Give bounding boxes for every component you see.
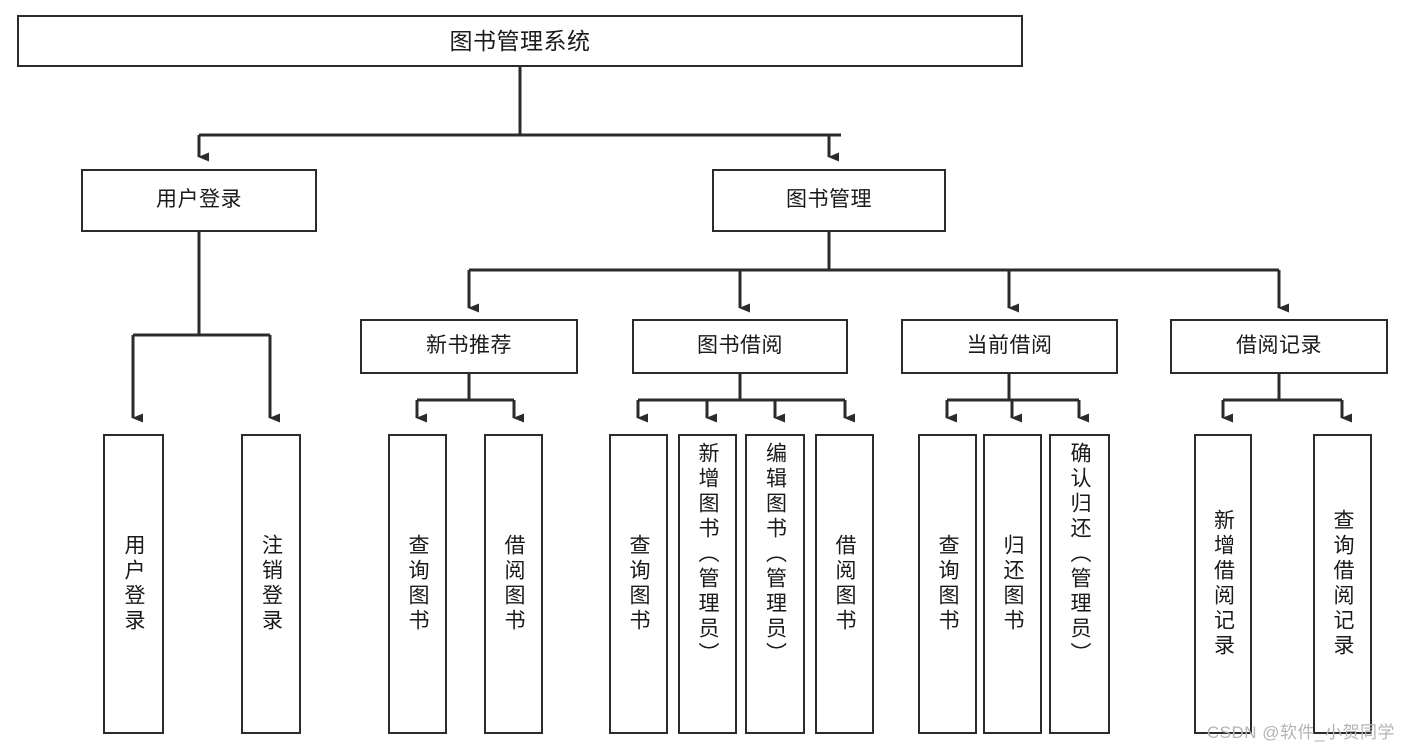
node-leaf-nb-borrow-book[interactable]: 借阅图书 [484, 434, 543, 734]
node-leaf-bb-borrow-book[interactable]: 借阅图书 [815, 434, 874, 734]
node-current-borrow[interactable]: 当前借阅 [901, 319, 1118, 374]
node-label: 注销登录 [259, 534, 283, 634]
node-leaf-br-add-record[interactable]: 新增借阅记录 [1194, 434, 1252, 734]
node-label: 借阅记录 [1236, 334, 1322, 358]
node-book-management[interactable]: 图书管理 [712, 169, 946, 232]
node-label: 图书借阅 [697, 334, 783, 358]
node-label: 图书管理 [786, 188, 872, 212]
node-leaf-user-login[interactable]: 用户登录 [103, 434, 164, 734]
node-label: 借阅图书 [833, 534, 856, 634]
node-label: 编辑图书（管理员） [763, 442, 787, 667]
node-label: 查询图书 [936, 534, 959, 634]
node-leaf-br-query-record[interactable]: 查询借阅记录 [1313, 434, 1372, 734]
node-label: 新书推荐 [426, 334, 512, 358]
node-label: 用户登录 [156, 188, 242, 212]
node-leaf-bb-query-book[interactable]: 查询图书 [609, 434, 668, 734]
node-leaf-cb-query-book[interactable]: 查询图书 [918, 434, 977, 734]
csdn-watermark: CSDN @软件_小贺同学 [1206, 723, 1395, 742]
node-label: 归还图书 [1001, 534, 1024, 634]
node-label: 新增图书（管理员） [696, 442, 719, 667]
node-label: 查询图书 [627, 534, 650, 634]
node-borrow-record[interactable]: 借阅记录 [1170, 319, 1388, 374]
node-leaf-bb-add-book-admin[interactable]: 新增图书（管理员） [678, 434, 737, 734]
node-label: 用户登录 [122, 534, 145, 634]
node-label: 确认归还（管理员） [1068, 442, 1091, 667]
node-new-book-recommend[interactable]: 新书推荐 [360, 319, 578, 374]
node-label: 当前借阅 [966, 334, 1053, 358]
node-label: 查询借阅记录 [1331, 509, 1354, 659]
node-user-login[interactable]: 用户登录 [81, 169, 317, 232]
node-label: 查询图书 [406, 534, 429, 634]
node-leaf-bb-edit-book-admin[interactable]: 编辑图书（管理员） [745, 434, 805, 734]
node-book-borrow[interactable]: 图书借阅 [632, 319, 848, 374]
node-leaf-logout[interactable]: 注销登录 [241, 434, 301, 734]
node-label: 借阅图书 [502, 534, 525, 634]
node-label: 新增借阅记录 [1211, 509, 1235, 659]
node-leaf-cb-confirm-return-admin[interactable]: 确认归还（管理员） [1049, 434, 1110, 734]
node-leaf-nb-query-book[interactable]: 查询图书 [388, 434, 447, 734]
node-leaf-cb-return-book[interactable]: 归还图书 [983, 434, 1042, 734]
node-root-book-management-system[interactable]: 图书管理系统 [17, 15, 1023, 67]
node-label: 图书管理系统 [449, 27, 591, 54]
